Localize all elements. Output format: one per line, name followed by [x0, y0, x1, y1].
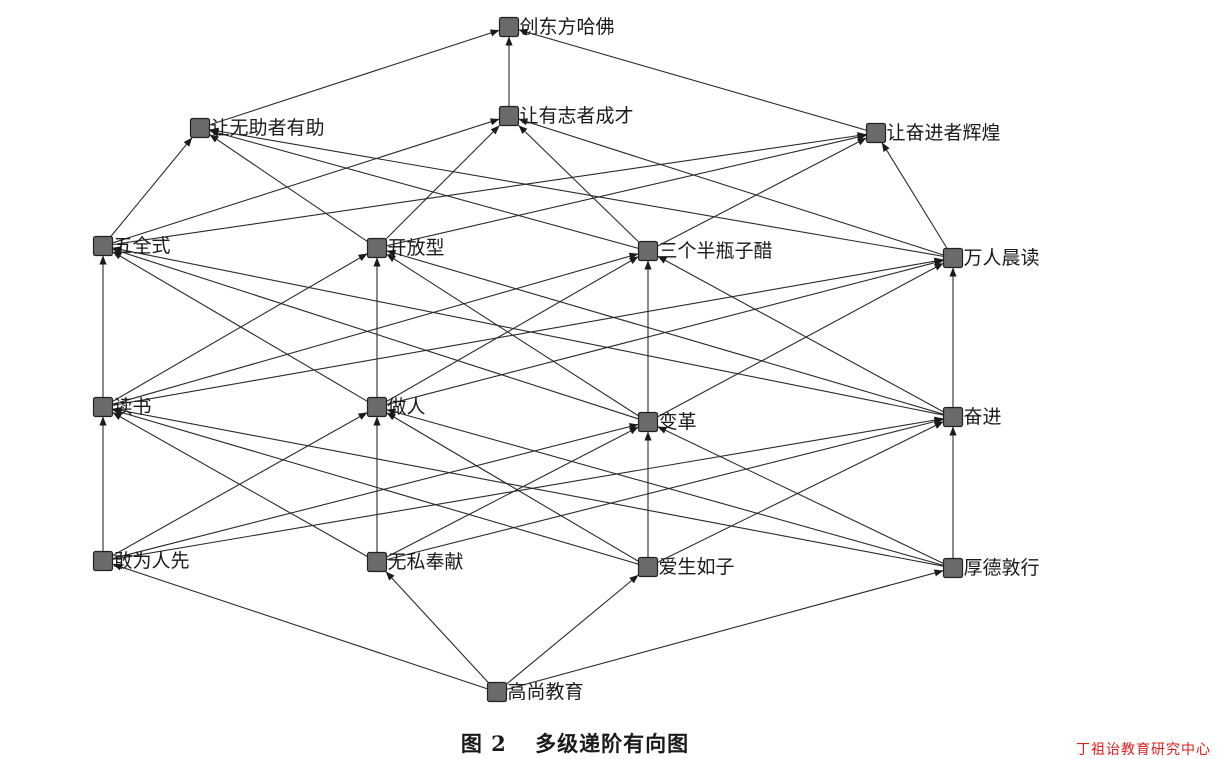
edge-gaoshang-to-aisheng	[506, 574, 639, 685]
node-gaoshang: 高尚教育	[486, 681, 584, 703]
node-box	[486, 681, 508, 703]
edge-ganweirenxian-to-biange	[112, 423, 639, 560]
node-box	[942, 406, 964, 428]
node-wusifengxian: 无私奉献	[366, 551, 464, 573]
node-fenjin: 奋进	[942, 406, 1002, 428]
figure-title: 多级递阶有向图	[535, 731, 690, 756]
node-box	[942, 557, 964, 579]
edge-dushu-to-wanrenchendu	[112, 257, 944, 406]
node-label: 三个半瓶子醋	[659, 240, 773, 262]
edge-houde-to-zuoren	[386, 408, 944, 566]
edge-biange-to-wuquanshi	[112, 248, 639, 420]
node-label: 无私奉献	[388, 551, 464, 573]
node-box	[637, 411, 659, 433]
edge-fenjin-to-sangeban	[657, 255, 944, 413]
node-label: 厚德敦行	[964, 557, 1040, 579]
node-box	[366, 396, 388, 418]
edge-houde-to-biange	[657, 426, 944, 564]
edge-rangwuzhu-to-chuangdongfang	[209, 29, 500, 126]
edge-aisheng-to-zuoren	[386, 412, 639, 562]
node-label: 高尚教育	[508, 681, 584, 703]
node-label: 变革	[659, 411, 697, 433]
node-ganweirenxian: 敢为人先	[92, 550, 190, 572]
node-houde: 厚德敦行	[942, 557, 1040, 579]
node-chuangdongfang: 创东方哈佛	[498, 16, 615, 38]
node-label: 奋进	[964, 406, 1002, 428]
edge-ganweirenxian-to-fenjin	[112, 416, 944, 560]
node-box	[942, 247, 964, 269]
node-wanrenchendu: 万人晨读	[942, 247, 1040, 269]
edge-rangfenjin-to-chuangdongfang	[518, 28, 867, 131]
watermark-text: 丁祖诒教育研究中心	[1076, 742, 1211, 758]
edge-gaoshang-to-houde	[506, 569, 944, 690]
edge-wanrenchendu-to-rangfenjin	[881, 142, 948, 249]
edge-wusifengxian-to-dushu	[112, 411, 368, 558]
node-rangwuzhu: 让无助者有助	[189, 117, 325, 139]
edge-zuoren-to-wuquanshi	[112, 251, 368, 402]
edge-kaifangxing-to-rangfenjin	[386, 133, 867, 247]
node-sangeban: 三个半瓶子醋	[637, 240, 773, 262]
edge-wanrenchendu-to-rangwuzhu	[209, 127, 944, 257]
node-box	[865, 122, 887, 144]
edges-layer	[99, 28, 957, 690]
node-label: 读书	[114, 396, 152, 418]
node-box	[92, 550, 114, 572]
node-biange: 变革	[637, 411, 697, 433]
node-box	[637, 556, 659, 578]
edge-fenjin-to-kaifangxing	[386, 249, 944, 415]
edge-wusifengxian-to-fenjin	[386, 418, 944, 561]
edge-houde-to-dushu	[112, 406, 944, 567]
node-label: 做人	[388, 396, 426, 418]
node-box	[189, 117, 211, 139]
node-box	[498, 16, 520, 38]
node-wuquanshi: 五全式	[92, 235, 171, 257]
edge-gaoshang-to-ganweirenxian	[112, 563, 488, 690]
node-label: 让无助者有助	[211, 117, 325, 139]
edge-aisheng-to-fenjin	[657, 421, 944, 563]
figure-number: 图 2	[460, 731, 507, 756]
node-label: 爱生如子	[659, 556, 735, 578]
node-box	[637, 240, 659, 262]
node-label: 让奋进者辉煌	[887, 122, 1001, 144]
edge-dushu-to-sangeban	[112, 252, 639, 405]
node-label: 万人晨读	[964, 247, 1040, 269]
node-rangfenjin: 让奋进者辉煌	[865, 122, 1001, 144]
node-box	[498, 105, 520, 127]
edge-gaoshang-to-wusifengxian	[385, 571, 489, 683]
edge-wuquanshi-to-rangyouzhi	[112, 118, 500, 244]
edge-biange-to-wanrenchendu	[657, 262, 944, 418]
node-dushu: 读书	[92, 396, 152, 418]
node-box	[366, 237, 388, 259]
edge-wuquanshi-to-rangfenjin	[112, 132, 867, 246]
edge-sangeban-to-rangfenjin	[657, 137, 867, 247]
edge-kaifangxing-to-rangyouzhi	[386, 125, 500, 239]
edge-wanrenchendu-to-rangyouzhi	[518, 118, 944, 256]
figure-caption: 图 2 多级递阶有向图	[0, 728, 1150, 758]
node-kaifangxing: 开放型	[366, 237, 445, 259]
edge-dushu-to-kaifangxing	[112, 253, 368, 402]
node-label: 开放型	[388, 237, 445, 259]
node-label: 敢为人先	[114, 550, 190, 572]
node-box	[92, 396, 114, 418]
node-label: 五全式	[114, 235, 171, 257]
node-box	[366, 551, 388, 573]
edge-wuquanshi-to-rangwuzhu	[110, 137, 193, 237]
edge-fenjin-to-wuquanshi	[112, 246, 944, 416]
edge-zuoren-to-sangeban	[386, 255, 639, 403]
node-rangyouzhi: 让有志者成才	[498, 105, 634, 127]
node-label: 让有志者成才	[520, 105, 634, 127]
node-aisheng: 爱生如子	[637, 556, 735, 578]
node-box	[92, 235, 114, 257]
edge-aisheng-to-dushu	[112, 408, 639, 565]
node-zuoren: 做人	[366, 396, 426, 418]
edge-biange-to-kaifangxing	[386, 253, 639, 417]
edge-sangeban-to-rangyouzhi	[518, 124, 639, 243]
edge-kaifangxing-to-rangwuzhu	[209, 133, 368, 243]
edge-sangeban-to-rangwuzhu	[209, 129, 639, 249]
node-label: 创东方哈佛	[520, 16, 615, 38]
edge-wusifengxian-to-biange	[386, 426, 639, 558]
